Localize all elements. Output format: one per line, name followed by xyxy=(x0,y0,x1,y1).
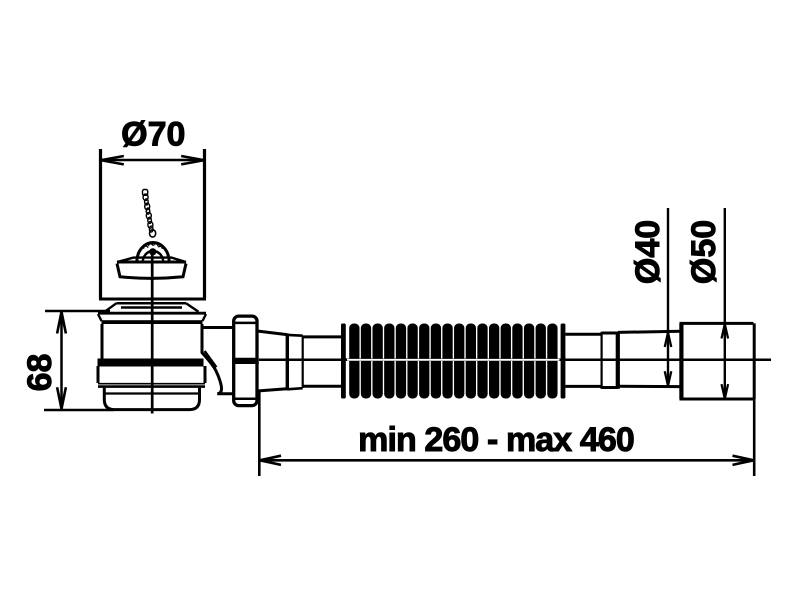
svg-text:Ø50: Ø50 xyxy=(685,220,723,284)
svg-text:Ø70: Ø70 xyxy=(121,115,185,153)
svg-text:68: 68 xyxy=(21,354,59,392)
svg-text:min 260 - max 460: min 260 - max 460 xyxy=(358,421,634,459)
svg-text:Ø40: Ø40 xyxy=(629,220,667,284)
